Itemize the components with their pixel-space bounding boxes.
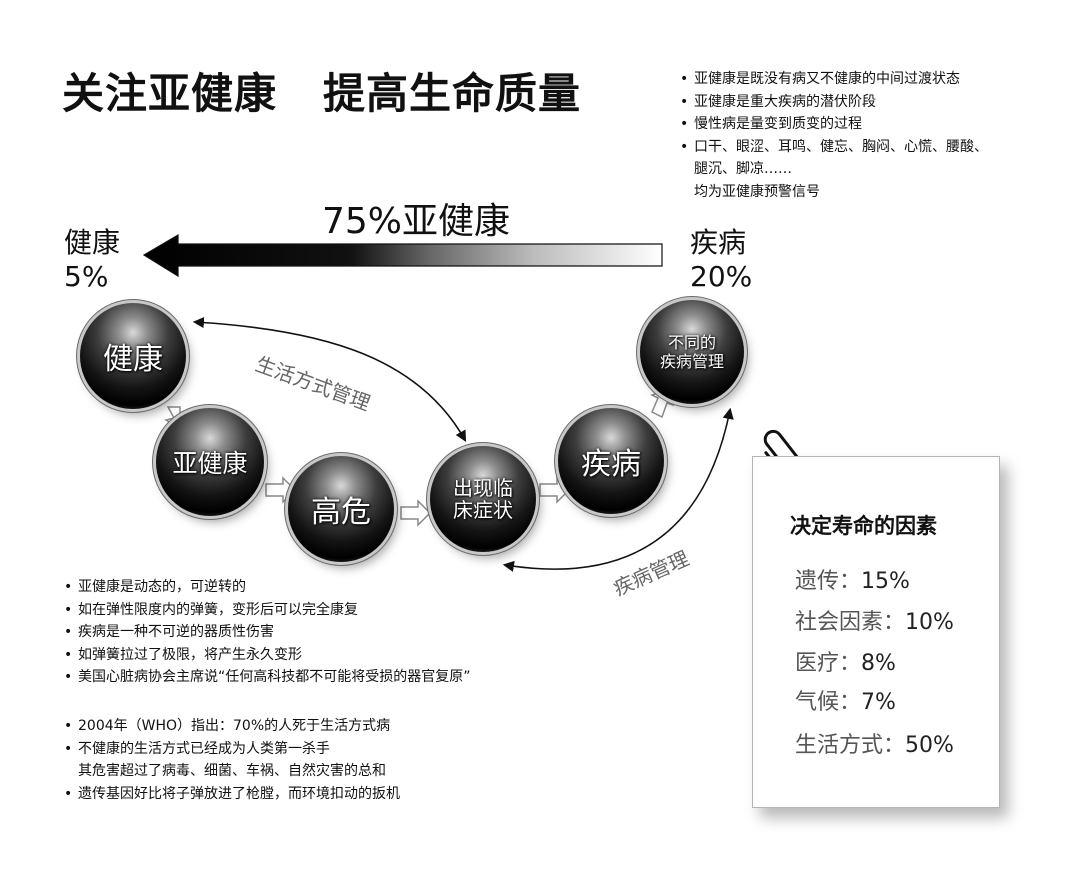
flow-arrow-3 [400,499,432,527]
factor-row: 社会因素：10% [795,604,954,636]
stage-disease-node: 疾病 [558,408,664,514]
note-item: 2004年（WHO）指出：70%的人死于生活方式病 [64,715,400,738]
bar-title: 75%亚健康 [322,201,511,242]
notes-list-1: 亚健康是动态的，可逆转的 如在弹性限度内的弹簧，变形后可以完全康复 疾病是一种不… [64,576,471,689]
card-title: 决定寿命的因素 [790,514,937,538]
lifestyle-mgmt-arrow [192,316,467,442]
page-title: 关注亚健康提高生命质量 [62,60,581,121]
health-pole-percent: 5% [64,260,109,293]
stage-diff-mgmt-node: 不同的 疾病管理 [640,300,744,404]
stage-diff-mgmt-label: 不同的 疾病管理 [659,333,724,371]
factor-value: 15% [861,569,910,594]
health-pole: 健康 5% [64,226,120,294]
top-note: 亚健康是重大疾病的潜伏阶段 [680,91,988,114]
stage-clinical-label: 出现临 床症状 [453,476,513,522]
top-notes-list: 亚健康是既没有病又不健康的中间过渡状态 亚健康是重大疾病的潜伏阶段 慢性病是量变… [680,68,988,203]
flow-arrow-4 [539,476,571,504]
factor-row: 生活方式：50% [795,727,954,759]
disease-pole: 疾病 20% [690,226,752,294]
factor-value: 10% [905,610,954,635]
note-item: 亚健康是动态的，可逆转的 [64,576,471,599]
factor-label: 遗传： [795,569,862,594]
note-item: 其危害超过了病毒、细菌、车祸、自然灾害的总和 [78,763,386,780]
stage-health-node: 健康 [80,303,186,409]
note-item: 美国心脏病协会主席说“任何高科技都不可能将受损的器官复原” [64,666,471,689]
stage-highrisk-label: 高危 [311,495,371,530]
top-note: 慢性病是量变到质变的过程 [680,113,988,136]
stage-highrisk-node: 高危 [288,456,394,562]
note-item: 不健康的生活方式已经成为人类第一杀手 [64,738,400,761]
factor-row: 遗传：15% [795,563,910,595]
factor-value: 50% [905,733,954,758]
factor-row: 气候：7% [795,684,896,716]
longevity-factors-card: 决定寿命的因素 遗传：15% 社会因素：10% 医疗：8% 气候：7% 生活方式… [752,456,1000,808]
disease-pole-label: 疾病 [690,226,747,259]
top-note: 均为亚健康预警信号 [694,183,820,200]
title-part2: 提高生命质量 [323,69,582,118]
stage-clinical-node: 出现临 床症状 [430,446,536,552]
factor-label: 气候： [795,690,862,715]
gradient-arrow-bar [142,233,663,278]
factor-label: 社会因素： [795,610,906,635]
disease-pole-percent: 20% [690,260,753,293]
stage-disease-label: 疾病 [581,447,641,482]
disease-mgmt-arrow [502,407,734,572]
factor-label: 生活方式： [795,733,906,758]
factor-label: 医疗： [795,651,862,676]
top-note: 口干、眼涩、耳鸣、健忘、胸闷、心慌、腰酸、 [680,136,988,159]
stage-subhealth-node: 亚健康 [156,408,264,516]
note-item: 遗传基因好比将子弹放进了枪膛，而环境扣动的扳机 [64,783,400,806]
note-item: 疾病是一种不可逆的器质性伤害 [64,621,471,644]
health-pole-label: 健康 [64,226,121,259]
notes-list-2: 2004年（WHO）指出：70%的人死于生活方式病 不健康的生活方式已经成为人类… [64,715,400,805]
top-note: 亚健康是既没有病又不健康的中间过渡状态 [680,68,988,91]
top-note: 腿沉、脚凉…… [694,161,792,177]
note-item: 如在弹性限度内的弹簧，变形后可以完全康复 [64,599,471,622]
factor-value: 8% [861,651,896,676]
title-part1: 关注亚健康 [62,69,278,118]
factor-value: 7% [861,690,896,715]
factor-row: 医疗：8% [795,645,896,677]
note-item: 如弹簧拉过了极限，将产生永久变形 [64,644,471,667]
stage-health-label: 健康 [103,342,163,377]
stage-subhealth-label: 亚健康 [172,449,248,478]
